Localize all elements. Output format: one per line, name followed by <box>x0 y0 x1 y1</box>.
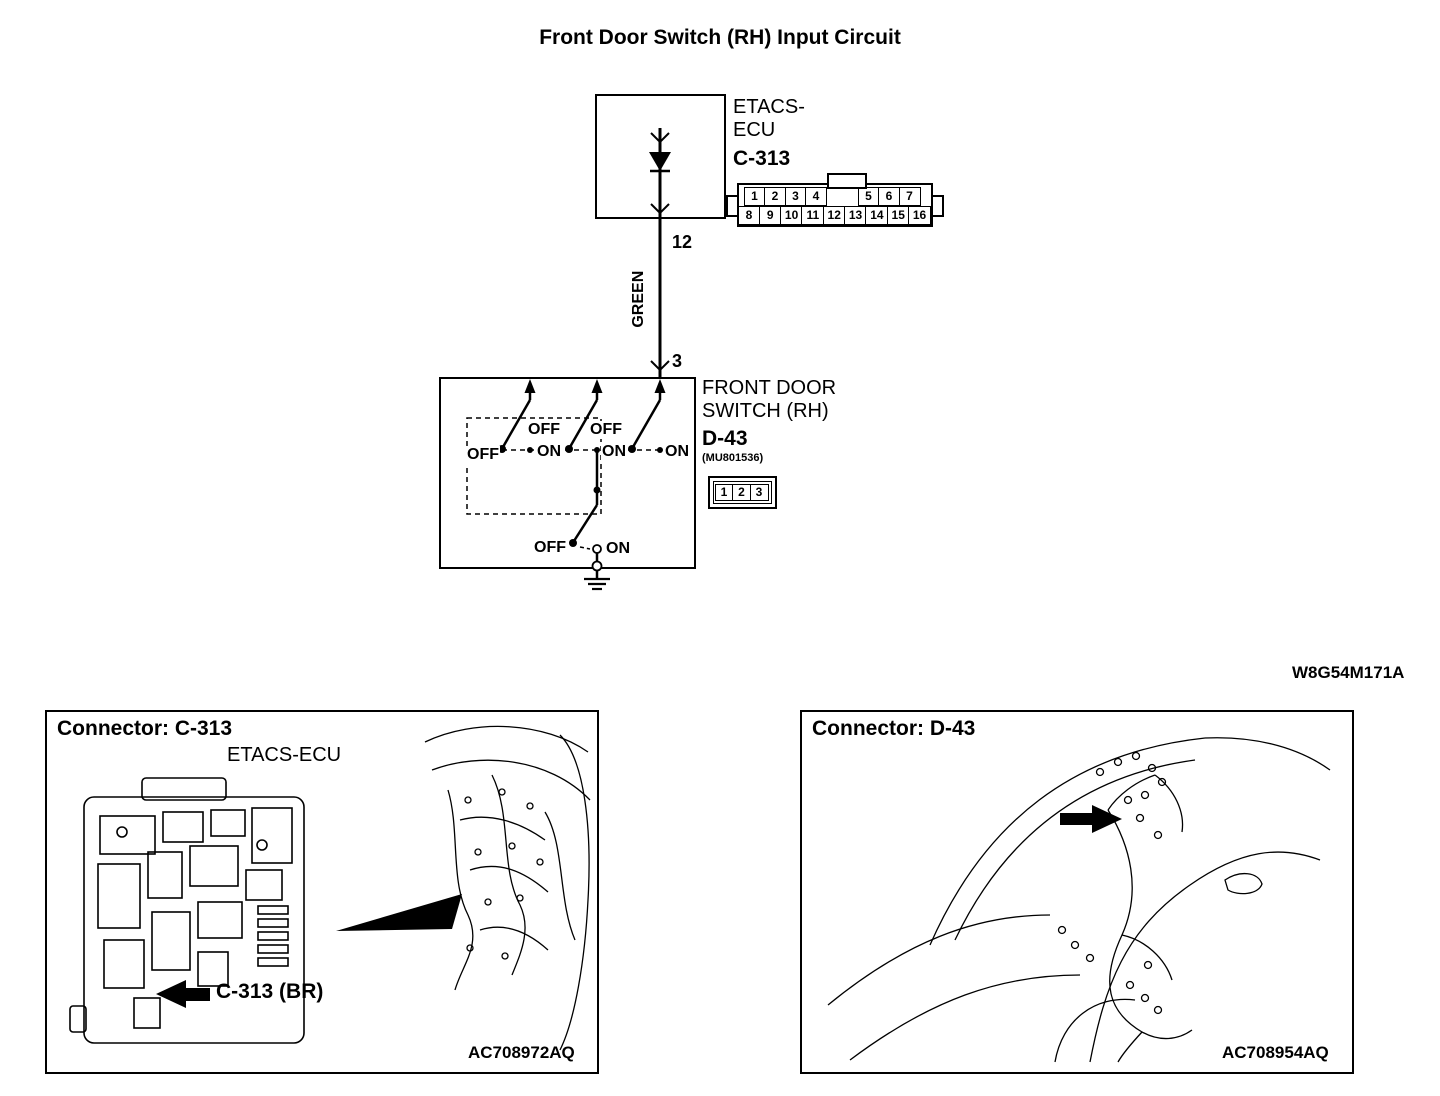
pin-cell: 15 <box>886 206 910 225</box>
door-switch-label-line2: SWITCH (RH) <box>702 400 829 422</box>
pin-cell: 1 <box>743 187 766 206</box>
figure-ref-code: W8G54M171A <box>1292 663 1405 682</box>
door-switch-label-line1: FRONT DOOR <box>702 377 837 399</box>
switch2-on-label: ON <box>601 443 627 462</box>
pin-cell: 16 <box>908 206 931 225</box>
ecu-box <box>595 94 726 219</box>
pin-cell: 9 <box>758 206 782 225</box>
door-switch-box <box>439 377 696 569</box>
pin-cell: 13 <box>844 206 867 225</box>
ecu-label-line1: ETACS- <box>733 96 805 118</box>
pin-cell: 12 <box>822 206 846 225</box>
ground-icon <box>584 577 610 591</box>
panel-c313-component-label: ETACS-ECU <box>227 744 342 766</box>
switch2-off-label: OFF <box>527 421 561 440</box>
ground-switch-on-label: ON <box>605 540 631 559</box>
pin-cell: 2 <box>764 187 786 206</box>
ecu-label-line2: ECU <box>733 119 776 141</box>
switch1-on-label: ON <box>536 443 562 462</box>
wire-color-label: GREEN <box>629 270 647 328</box>
switch1-off-label: OFF <box>466 446 500 465</box>
panel-connector-d43 <box>800 710 1354 1074</box>
connector-lock-tab-icon <box>827 173 867 189</box>
diode-icon <box>649 152 671 171</box>
ground-terminal <box>591 560 603 572</box>
pin-cell: 8 <box>737 206 761 225</box>
pin-cell: 3 <box>749 484 769 501</box>
panel-c313-callout: C-313 (BR) <box>216 980 324 1003</box>
connector-c313-label: C-313 <box>733 147 791 170</box>
wire-pin-3: 3 <box>672 351 683 371</box>
pin-cell: 7 <box>898 187 921 206</box>
switch3-on-label: ON <box>664 443 690 462</box>
connector-d43-label: D-43 <box>702 427 748 450</box>
d43-part-number: (MU801536) <box>702 452 764 464</box>
pin-cell: 5 <box>857 187 880 206</box>
pin-cell: 14 <box>865 206 889 225</box>
panel-c313-photo-code: AC708972AQ <box>468 1043 575 1062</box>
pin-cell: 2 <box>732 484 751 501</box>
panel-d43-photo-code: AC708954AQ <box>1222 1043 1329 1062</box>
ground-switch-off-label: OFF <box>533 539 567 558</box>
pin-cell: 4 <box>805 187 827 206</box>
panel-d43-title: Connector: D-43 <box>812 717 976 740</box>
wire-pin-12: 12 <box>672 232 693 252</box>
connector-lug-right <box>931 195 944 217</box>
pin-cell: 1 <box>714 484 734 501</box>
switch3-off-label: OFF <box>589 421 623 440</box>
connector-c313-pin-diagram: 1 2 3 4 5 6 7 8 9 10 11 12 13 14 15 16 <box>726 173 944 227</box>
pin-gap <box>827 187 859 206</box>
pin-cell: 6 <box>878 187 900 206</box>
connector-d43-pin-diagram: 1 2 3 <box>708 476 777 509</box>
page-title: Front Door Switch (RH) Input Circuit <box>539 26 901 49</box>
panel-c313-title: Connector: C-313 <box>57 717 233 740</box>
pin-cell: 11 <box>801 206 825 225</box>
pin-cell: 10 <box>780 206 803 225</box>
connector-lug-left <box>726 195 739 217</box>
pin-cell: 3 <box>784 187 807 206</box>
